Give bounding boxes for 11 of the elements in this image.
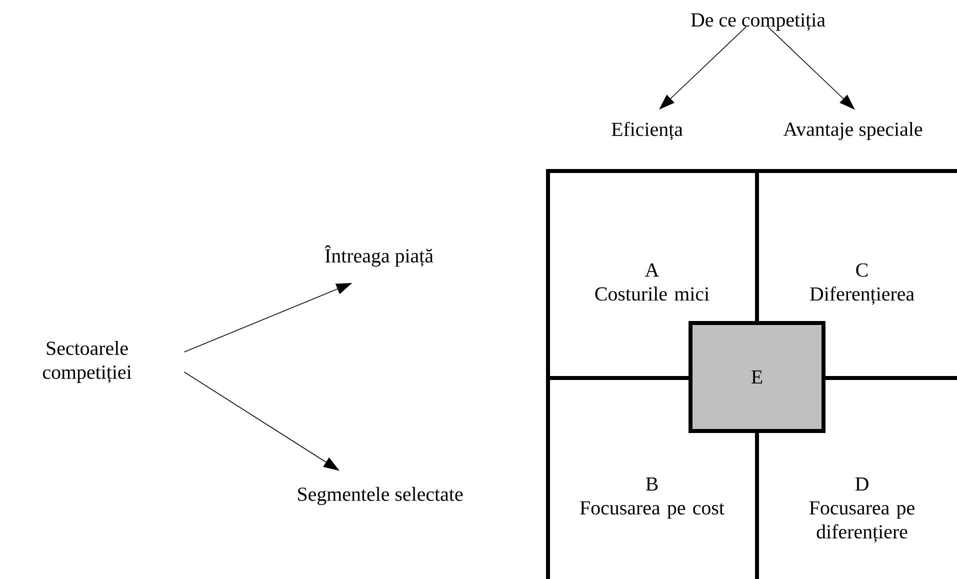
category-text: Eficiența [612,122,683,140]
quadrant-text: C Diferențierea [810,263,914,305]
category-text: Sectoarele competiției [42,341,132,383]
center-box: E [688,321,826,433]
quadrant-text: D Focusarea pe diferențiere [809,477,914,543]
category-text: Segmentele selectate [298,486,463,506]
quadrant-text: A Costurile mici [595,263,710,301]
category-text: Întreaga piață [324,245,434,267]
heading-text: De ce competiția [691,13,826,31]
category-text: Avantaje speciale [783,122,922,140]
quadrant-text: B Focusarea pe cost [580,477,724,519]
